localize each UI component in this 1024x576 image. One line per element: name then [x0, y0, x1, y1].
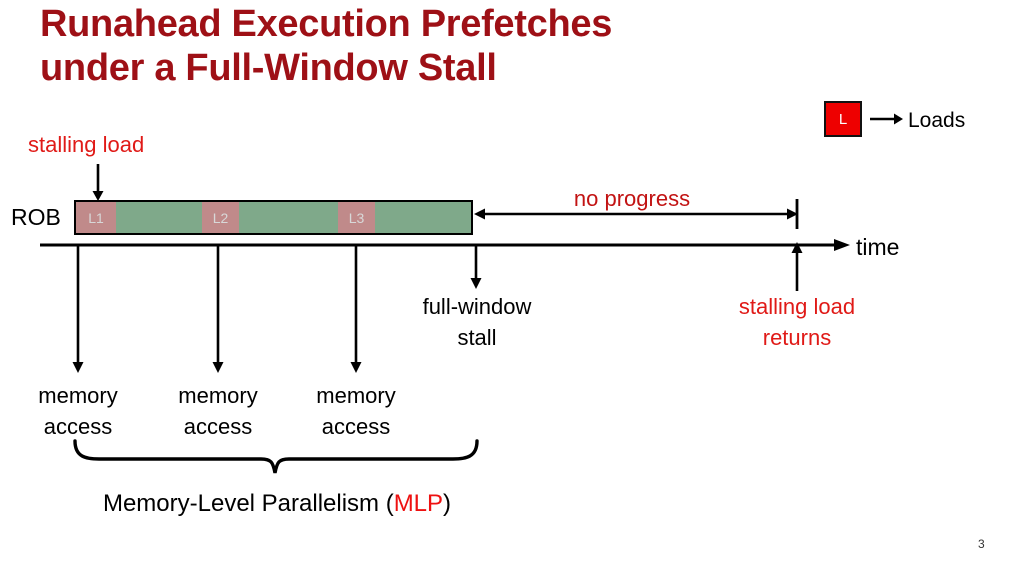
rob-load-block: L2: [202, 202, 239, 233]
mlp-caption-suffix: ): [443, 490, 452, 517]
rob-load-label: L3: [348, 209, 365, 226]
stalling-load-arrow-icon: [92, 164, 104, 201]
memory-access-label: memory access: [276, 380, 436, 442]
legend-label: Loads: [908, 109, 966, 132]
memory-access-line-1: memory: [178, 383, 258, 408]
page-title-line-1: Runahead Execution Prefetches: [40, 3, 613, 45]
mlp-brace: [73, 439, 479, 474]
mlp-caption-prefix: Memory-Level Parallelism (: [102, 490, 394, 517]
rob-label: ROB: [11, 204, 61, 230]
page-title: Runahead Execution Prefetches under a Fu…: [40, 2, 800, 90]
memory-access-arrow-icon: [350, 246, 362, 373]
full-window-stall-annotation: full-window stall: [386, 291, 568, 353]
memory-access-label: memory access: [0, 380, 158, 442]
rob-load-label: L1: [88, 209, 104, 226]
memory-access-line-1: memory: [316, 383, 396, 408]
right-arrow-icon: [870, 113, 903, 125]
stalling-load-returns-annotation: stalling load returns: [706, 291, 888, 353]
legend: L Loads: [824, 101, 1024, 143]
rob-load-block: L3: [338, 202, 375, 233]
time-axis: [40, 239, 850, 251]
memory-access-label: memory access: [138, 380, 298, 442]
memory-access-line-2: access: [43, 414, 113, 440]
memory-access-arrow-icon: [72, 246, 84, 373]
legend-swatch-label: L: [838, 110, 848, 128]
stalling-load-annotation: stalling load: [28, 132, 145, 157]
memory-access-line-1: memory: [38, 383, 118, 408]
rob-bar: L1 L2 L3: [74, 200, 473, 235]
page-title-line-2: under a Full-Window Stall: [40, 47, 497, 90]
mlp-caption: Memory-Level Parallelism (MLP): [75, 490, 479, 518]
stalling-load-returns-line-2: returns: [762, 325, 832, 351]
memory-access-line-2: access: [183, 414, 253, 440]
no-progress-annotation: no progress: [573, 186, 691, 211]
full-window-stall-arrow-icon: [470, 246, 482, 289]
stalling-load-returns-arrow-icon: [791, 242, 803, 291]
mlp-acronym: MLP: [393, 490, 444, 517]
full-window-stall-line-2: stall: [457, 325, 497, 351]
time-axis-label: time: [856, 234, 900, 260]
legend-load-swatch: L: [824, 101, 862, 137]
stalling-load-returns-line-1: stalling load: [738, 294, 856, 319]
rob-load-label: L2: [212, 209, 229, 226]
page-number: 3: [978, 537, 985, 551]
memory-access-line-2: access: [321, 414, 391, 440]
memory-access-arrow-icon: [212, 246, 224, 373]
rob-load-block: L1: [76, 202, 116, 233]
full-window-stall-line-1: full-window: [422, 294, 532, 319]
